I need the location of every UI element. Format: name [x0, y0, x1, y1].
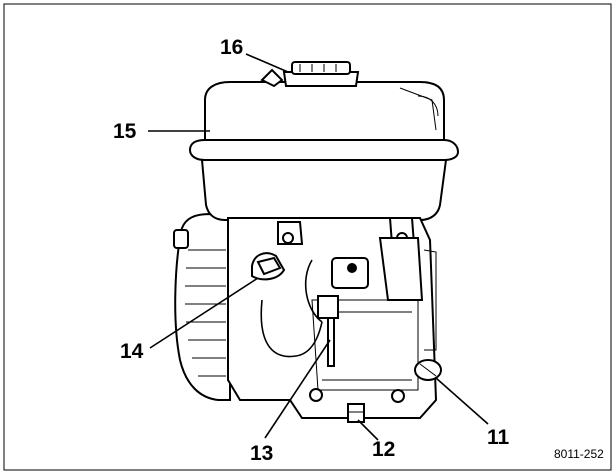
fuel-line — [260, 259, 339, 367]
callout-12: 12 — [372, 438, 395, 461]
fuel-tank — [188, 81, 460, 221]
leader-16 — [245, 53, 289, 73]
oil-drain-plug — [414, 359, 442, 381]
recoil-starter — [173, 212, 231, 401]
oil-filler-cap — [251, 252, 286, 281]
callout-13: 13 — [250, 442, 273, 465]
callout-14: 14 — [120, 340, 144, 363]
callout-16: 16 — [220, 36, 243, 59]
callout-11: 11 — [487, 426, 510, 449]
leader-14 — [149, 277, 259, 349]
figure-border — [3, 3, 612, 471]
drain-bolt — [347, 403, 365, 423]
figure-ref: 8011-252 — [554, 447, 604, 461]
fuel-cap — [260, 61, 360, 88]
leader-13 — [264, 339, 331, 439]
leader-12 — [357, 419, 379, 441]
callout-15: 15 — [113, 120, 137, 143]
leader-11 — [435, 377, 489, 425]
